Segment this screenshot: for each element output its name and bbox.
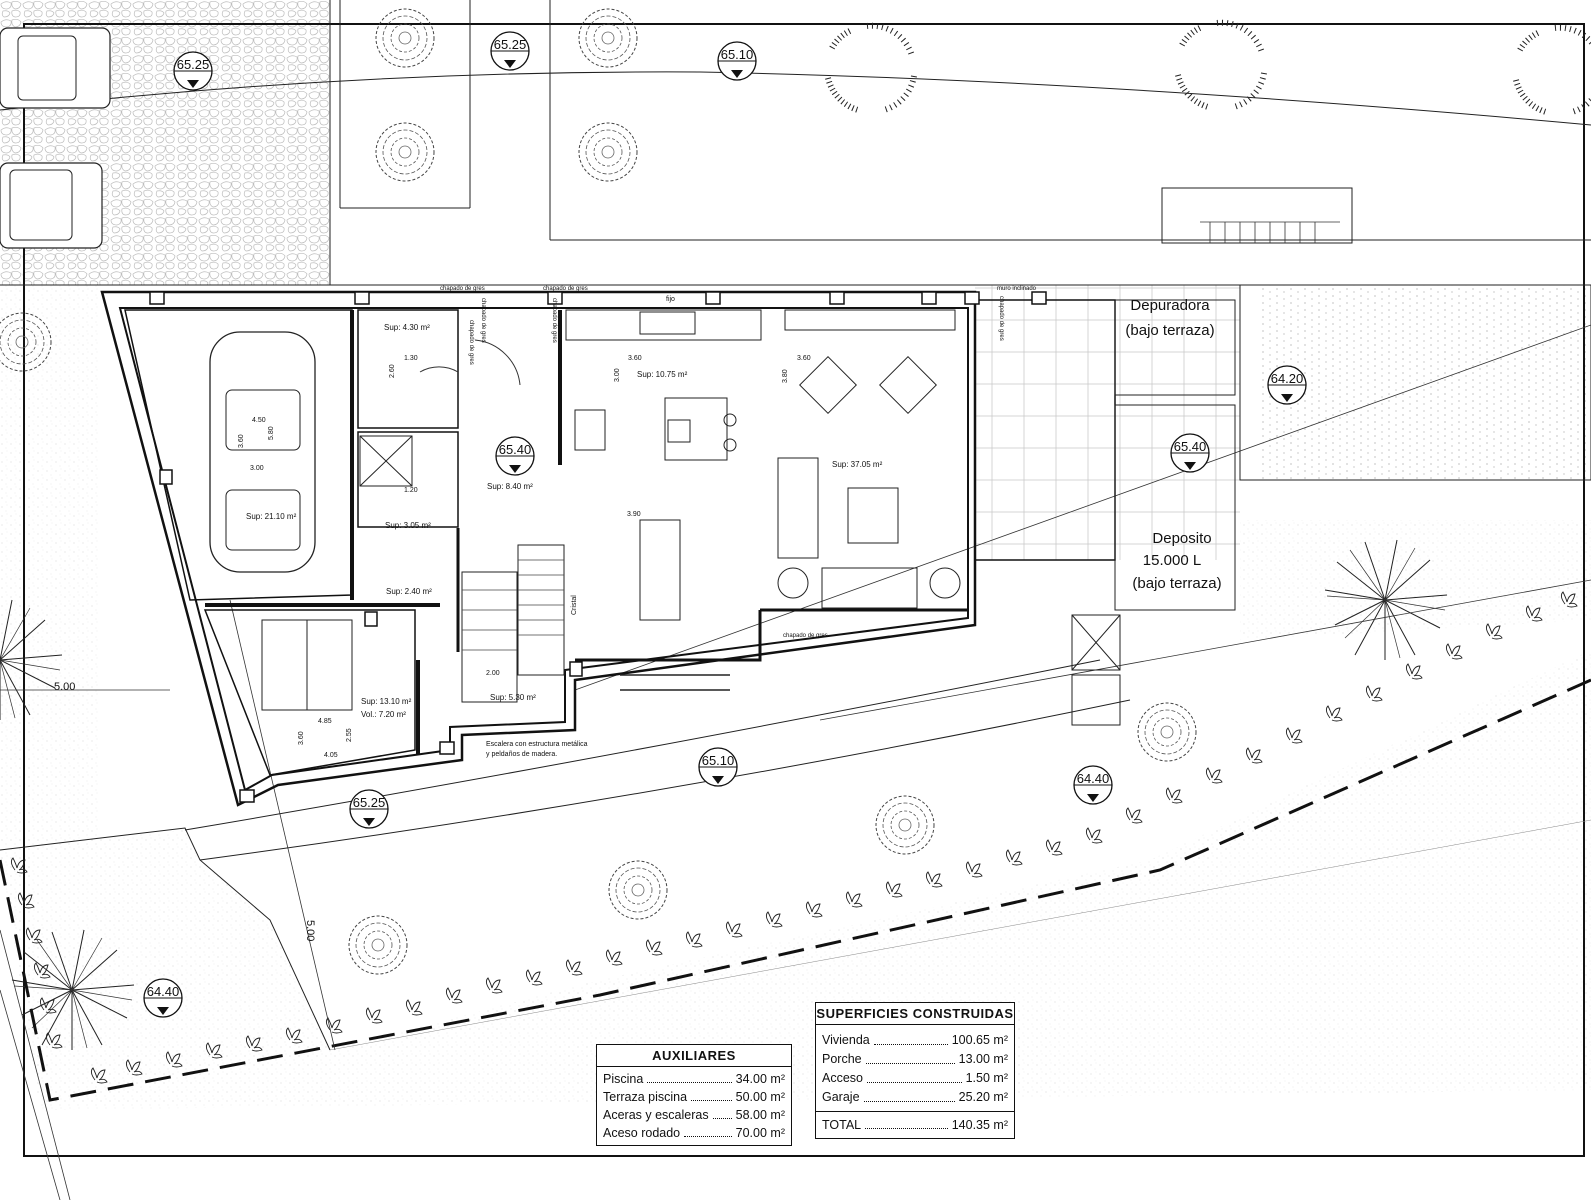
depuradora-note: (bajo terraza)	[1125, 322, 1214, 339]
bath-area-label: Sup: 3.05 m²	[385, 521, 431, 530]
dimension-5m-vertical: 5.00	[304, 920, 316, 941]
stair-area-label: Sup: 5.30 m²	[490, 693, 536, 702]
level-marker-5: 65.40	[495, 436, 535, 476]
car-top	[0, 27, 111, 109]
chapado-label-4: chapado de gres	[480, 298, 486, 343]
dim-car-depth-1: 5.80	[268, 426, 275, 440]
muro-label: muro inclinado	[997, 286, 1037, 292]
escalera-note-2: y peldaños de madera.	[486, 751, 557, 758]
level-marker-3: 65.10	[717, 41, 757, 81]
superficies-title: SUPERFICIES CONSTRUIDAS	[816, 1003, 1014, 1025]
chapado-label-6: chapado de gres	[468, 320, 474, 365]
svg-text:65.40: 65.40	[499, 442, 532, 457]
living-area-label: Sup: 37.05 m²	[832, 460, 883, 469]
level-marker-9: 65.25	[349, 789, 389, 829]
chapado-label-5: chapado de gres	[551, 298, 557, 343]
dim-bed-height-2: 2.55	[346, 728, 353, 742]
auxiliares-title: AUXILIARES	[597, 1045, 791, 1067]
escalera-note-1: Escalera con estructura metálica	[486, 741, 588, 748]
hall-area-label: Sup: 8.40 m²	[487, 482, 533, 491]
level-marker-7: 65.10	[698, 747, 738, 787]
level-marker-1: 65.25	[173, 51, 213, 91]
dim-h-260: 2.60	[389, 364, 396, 378]
kitchen-area-label: Sup: 10.75 m²	[637, 370, 688, 379]
cristal-label: Cristal	[571, 595, 578, 615]
storage-area-label: Sup: 4.30 m²	[384, 323, 430, 332]
level-marker-2: 65.25	[490, 31, 530, 71]
dim-h-200: 2.00	[486, 670, 500, 677]
svg-text:64.40: 64.40	[147, 984, 180, 999]
dim-car-width: 4.50	[252, 417, 266, 424]
dim-bed-width-2: 4.05	[324, 752, 338, 759]
dim-h-360-living: 3.60	[797, 355, 811, 362]
dim-car-height: 3.60	[238, 434, 245, 448]
garage-area-label: Sup: 21.10 m²	[246, 512, 297, 521]
deposito-label: Deposito	[1152, 530, 1211, 547]
dim-h-390: 3.90	[627, 511, 641, 518]
level-marker-8: 64.40	[1073, 765, 1113, 805]
chapado-label-3: chapado de gres	[783, 633, 828, 639]
dimension-5m-horizontal: 5.00	[54, 681, 75, 693]
chapado-label-1: chapado de gres	[440, 286, 485, 292]
bedroom-volume-label: Vol.: 7.20 m²	[361, 710, 406, 719]
svg-text:65.10: 65.10	[702, 753, 735, 768]
level-marker-4: 64.20	[1267, 365, 1307, 405]
deposito-capacity: 15.000 L	[1143, 552, 1201, 569]
deposito-note: (bajo terraza)	[1132, 575, 1221, 592]
svg-text:65.25: 65.25	[353, 795, 386, 810]
fijo-label: fijo	[666, 296, 675, 303]
dim-h-380: 3.80	[782, 369, 789, 383]
dim-h-360-kitchen: 3.60	[628, 355, 642, 362]
level-marker-10: 64.40	[143, 978, 183, 1018]
dim-h-130: 1.30	[404, 355, 418, 362]
svg-text:65.25: 65.25	[177, 57, 210, 72]
svg-text:64.20: 64.20	[1271, 371, 1304, 386]
svg-text:65.10: 65.10	[721, 47, 754, 62]
depuradora-label: Depuradora	[1130, 297, 1210, 314]
level-marker-6: 65.40	[1170, 433, 1210, 473]
corridor-area-label: Sup: 2.40 m²	[386, 587, 432, 596]
dim-car-depth-2: 3.00	[250, 465, 264, 472]
dim-bed-width-1: 4.85	[318, 718, 332, 725]
chapado-label-2: chapado de gres	[543, 286, 588, 292]
svg-text:64.40: 64.40	[1077, 771, 1110, 786]
muro-chapado-label: chapado de gres	[998, 296, 1004, 341]
dim-h-300-kitchen: 3.00	[614, 368, 621, 382]
dim-bed-height-1: 3.60	[298, 731, 305, 745]
dim-h-120: 1.20	[404, 487, 418, 494]
garage-car	[209, 331, 316, 573]
bedroom-area-label: Sup: 13.10 m²	[361, 697, 412, 706]
car-second	[0, 162, 103, 249]
svg-text:65.40: 65.40	[1174, 439, 1207, 454]
svg-text:65.25: 65.25	[494, 37, 527, 52]
